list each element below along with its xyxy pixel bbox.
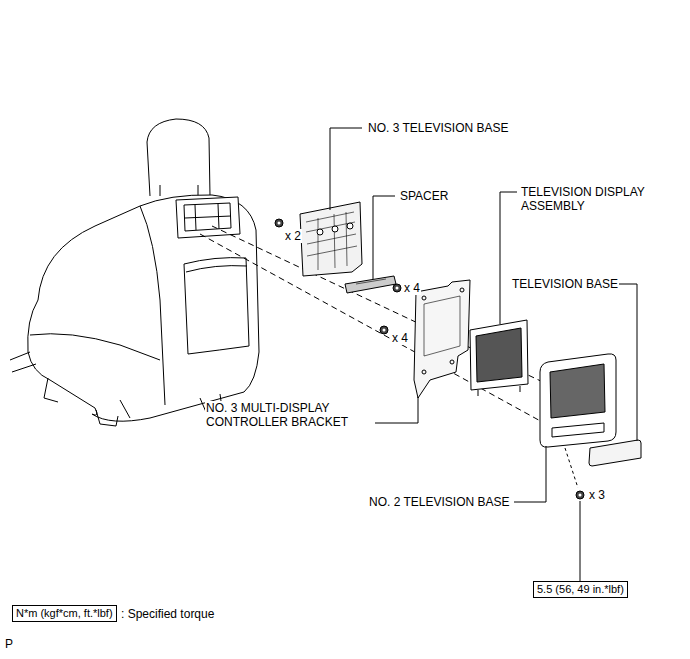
part-name: NO. 3 MULTI-DISPLAY CONTROLLER BRACKET [205, 401, 375, 429]
assembly-line [200, 234, 575, 440]
part-name: SPACER [399, 189, 449, 203]
node-text: N*m (kgf*cm, ft.*lbf) [16, 607, 113, 619]
tv-recess [176, 197, 240, 238]
quantity-note: x 4 [403, 281, 421, 295]
bolt-symbol [576, 491, 584, 499]
leader-line [330, 128, 362, 210]
bolt-symbol [380, 326, 388, 334]
no3-television-base [300, 202, 362, 276]
legend-text: : Specified torque [120, 607, 215, 621]
television-display [470, 320, 528, 390]
leader-line [373, 196, 395, 279]
headrest [147, 119, 210, 196]
multi-display-bracket [414, 280, 470, 398]
legend-sample-box: N*m (kgf*cm, ft.*lbf) [12, 605, 117, 622]
leader-line [580, 501, 581, 581]
leader-line [500, 192, 517, 324]
bolt-center [278, 222, 281, 225]
leader-line [612, 284, 637, 441]
seat-cushion [28, 300, 97, 415]
clip [347, 223, 353, 229]
quantity-note: x 3 [588, 488, 606, 502]
display-tab [478, 386, 520, 396]
seat-lever [10, 352, 36, 372]
tv-recess-detail [184, 203, 231, 231]
base-screen [550, 364, 605, 418]
leader-line [514, 446, 546, 502]
spacer [345, 276, 396, 293]
assembly-line [565, 448, 578, 488]
quantity-note: x 2 [284, 229, 302, 243]
television-base-cover [589, 440, 641, 466]
panel-ribs [306, 212, 357, 270]
part-name: NO. 3 TELEVISION BASE [367, 121, 510, 135]
seat-pocket-edge [186, 266, 247, 272]
base-slot [552, 423, 604, 437]
bolt-symbol [275, 219, 283, 227]
seat-pocket [184, 258, 249, 354]
seat-cushion-edge [30, 334, 160, 360]
seat-back-edge [140, 206, 165, 405]
part-name: NO. 2 TELEVISION BASE [368, 495, 511, 509]
bracket-detail [424, 296, 460, 356]
bracket-hole [460, 288, 464, 292]
bolt-center [383, 329, 386, 332]
display-screen [476, 328, 522, 382]
assembly-line [212, 226, 545, 383]
clip [317, 229, 323, 235]
bolt-center [396, 287, 399, 290]
part-name: TELEVISION BASE [511, 277, 619, 291]
bracket-hole [450, 360, 454, 364]
no2-television-base [540, 354, 616, 447]
seat-rail [44, 378, 222, 426]
part-name: TELEVISION DISPLAY ASSEMBLY [520, 185, 657, 213]
headrest-stay [160, 185, 198, 196]
quantity-note: x 4 [391, 331, 409, 345]
bracket-hole [422, 296, 426, 300]
clip [332, 226, 338, 232]
bolt-symbol [393, 284, 401, 292]
figure-mark: P [4, 637, 14, 651]
node-text: 5.5 (56, 49 in.*lbf) [537, 583, 624, 595]
bracket-hole [422, 370, 426, 374]
torque-box: 5.5 (56, 49 in.*lbf) [533, 581, 628, 598]
spacer-detail [356, 279, 386, 284]
bolt-center [579, 494, 582, 497]
